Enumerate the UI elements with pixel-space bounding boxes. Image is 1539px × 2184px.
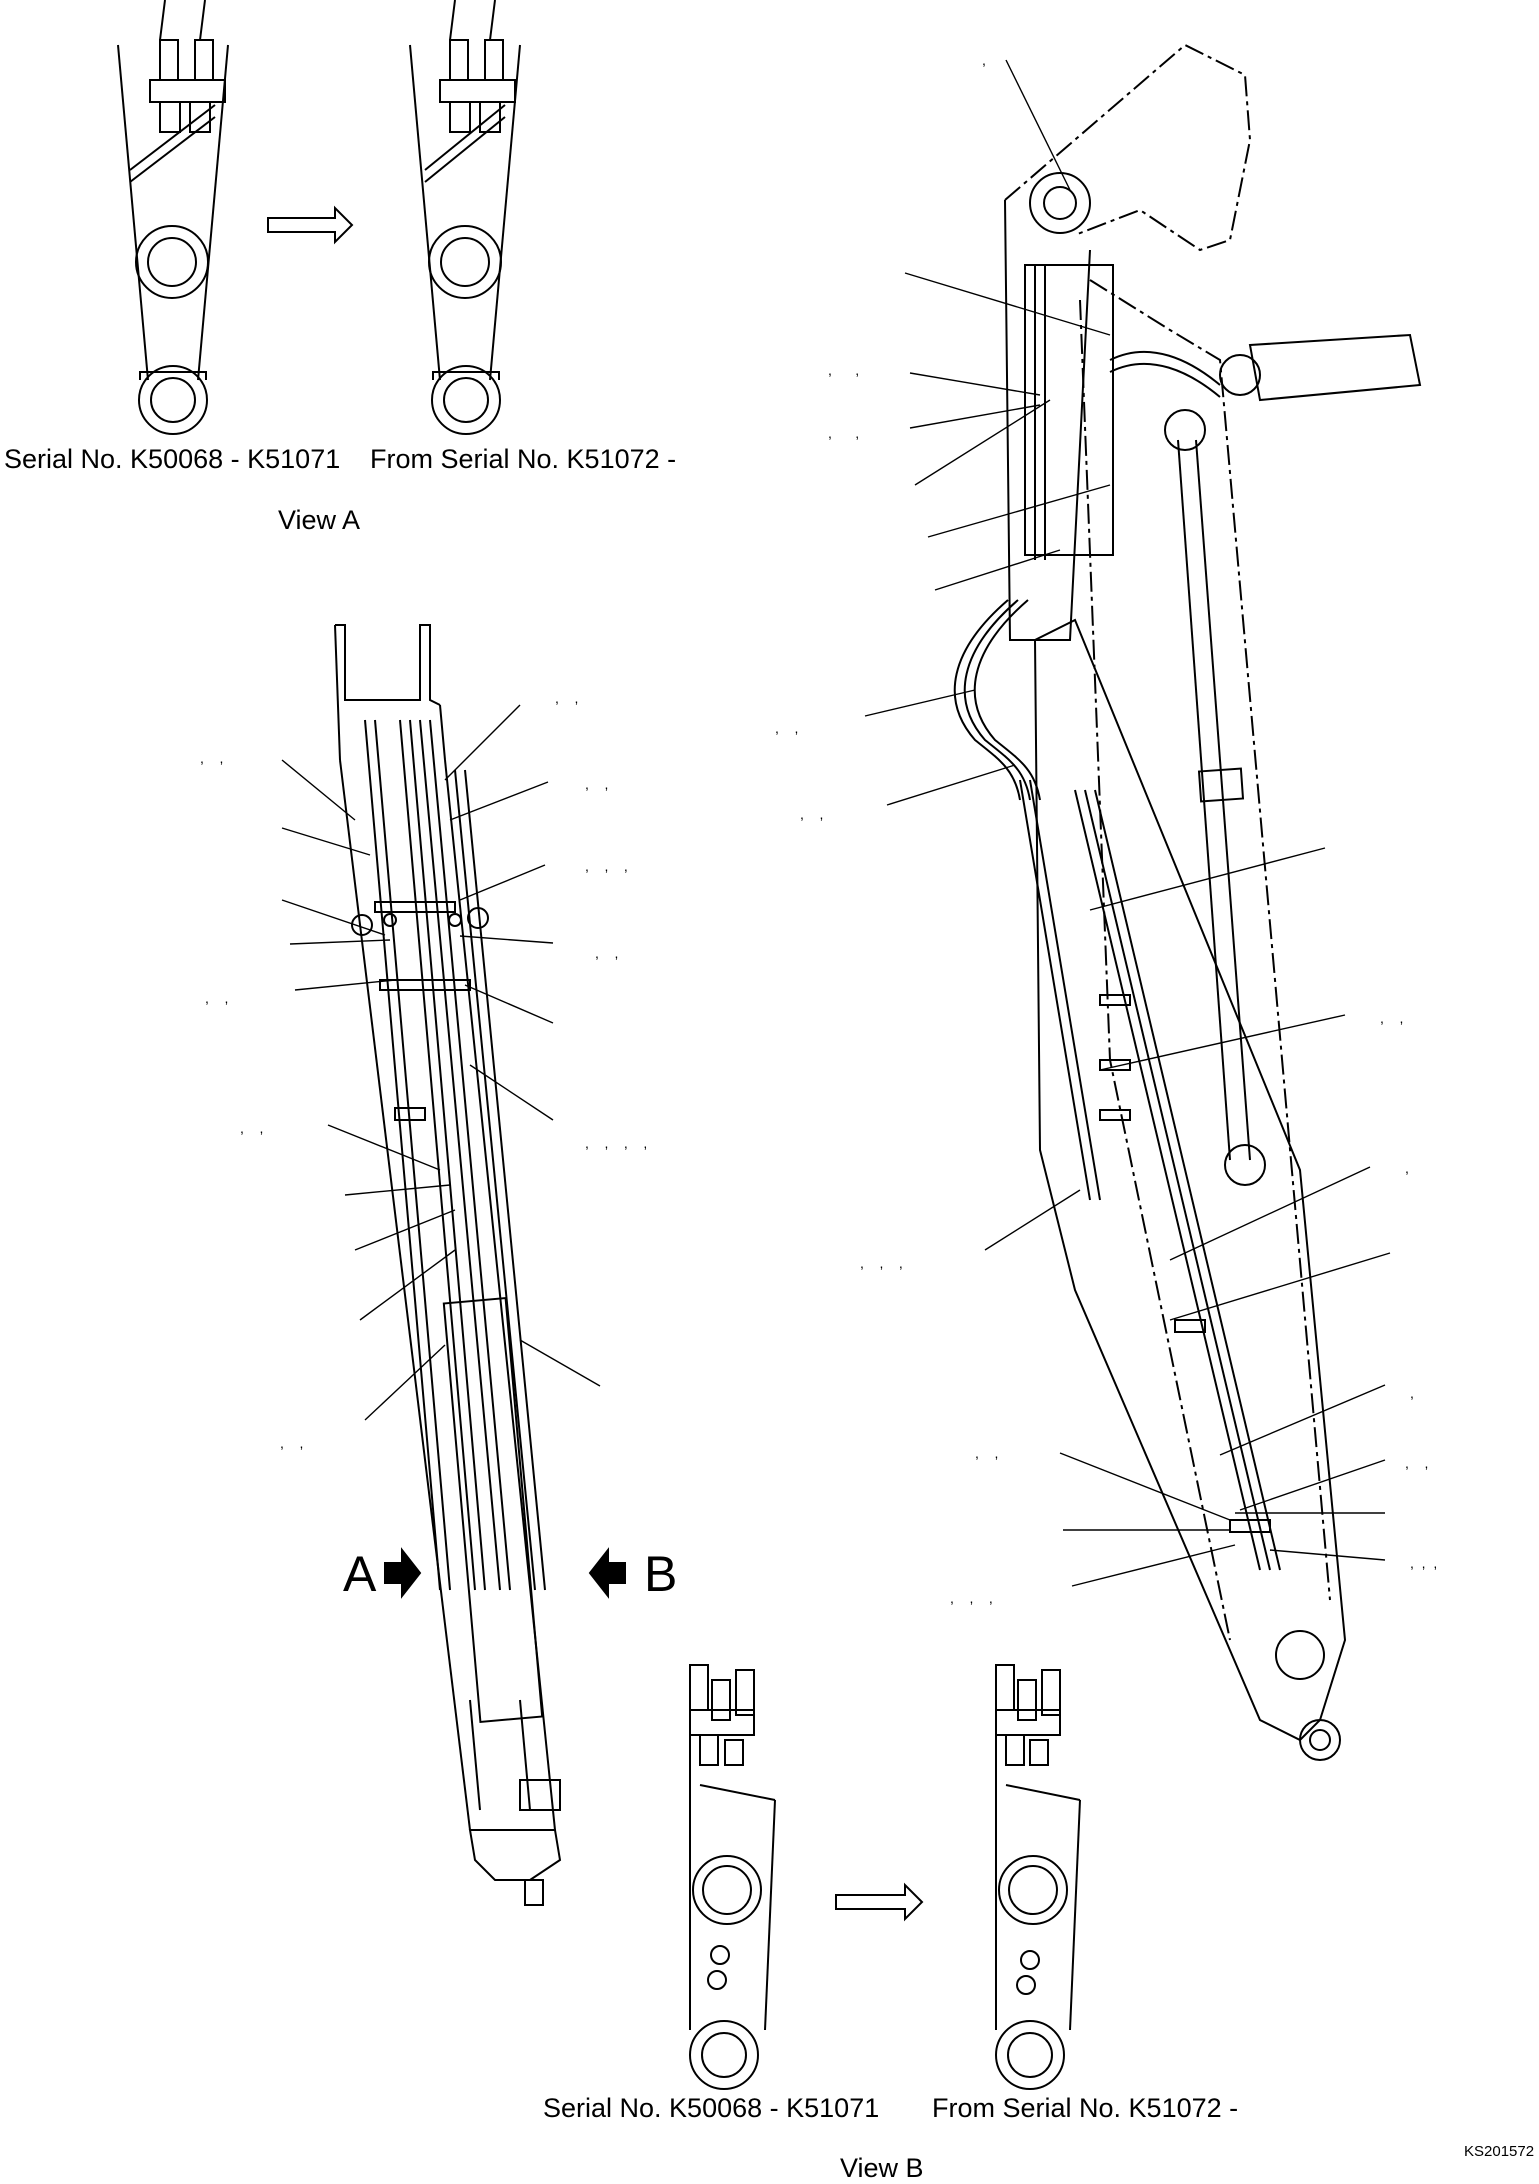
drawing-code: KS201572 [1464,2143,1535,2160]
right-leader-lines [864,59,1391,1587]
callout-marker: , , , [860,1255,903,1271]
view-b-after-serial-label: From Serial No. K51072 - [932,2093,1239,2123]
callout-marker: , , [280,1435,304,1451]
callout-marker: , , [585,776,609,792]
boom-assembly-drawing [953,43,1422,1761]
view-a-before-bracket [117,0,229,435]
callout-marker: , , [1380,1010,1404,1026]
view-a-after-serial-label: From Serial No. K51072 - [370,444,677,474]
callout-marker: , , [200,750,224,766]
view-b-pointer-icon [588,1547,626,1599]
callout-marker: , [982,52,986,68]
arm-assembly-drawing [334,624,562,1906]
callout-marker: , , [775,720,799,736]
callout-marker: , , [555,690,579,706]
view-b-arrow-icon [835,1882,924,1922]
callout-marker: , , , , [585,1135,648,1151]
middle-leader-lines [281,704,601,1421]
callout-marker: , , [240,1120,264,1136]
view-b-before-bracket [689,1664,776,2090]
callout-marker: , , , [585,858,628,874]
view-b-marker-letter: B [644,1546,678,1602]
callout-marker: , [1410,1385,1414,1401]
callout-marker: , , [800,806,824,822]
view-a-arrow-icon [267,205,354,245]
view-b-before-serial-label: Serial No. K50068 - K51071 [543,2093,880,2123]
view-a-before-serial-label: Serial No. K50068 - K51071 [4,444,341,474]
callout-marker: , , , [1410,1555,1438,1571]
callout-marker: , , [828,425,860,441]
view-b-after-bracket [995,1664,1081,2090]
callout-marker: , , [595,945,619,961]
view-b-title: View B [840,2153,924,2183]
callout-marker: , , [975,1445,999,1461]
callout-marker: , , [1405,1455,1429,1471]
view-a-pointer-icon [384,1547,422,1599]
callout-marker: , [1405,1160,1409,1176]
view-a-title: View A [278,505,361,535]
callout-marker: , , [828,362,860,378]
callout-marker: , , , [950,1590,993,1606]
callout-marker: , , [205,990,229,1006]
view-a-after-bracket [409,0,521,435]
view-a-marker-letter: A [343,1546,377,1602]
